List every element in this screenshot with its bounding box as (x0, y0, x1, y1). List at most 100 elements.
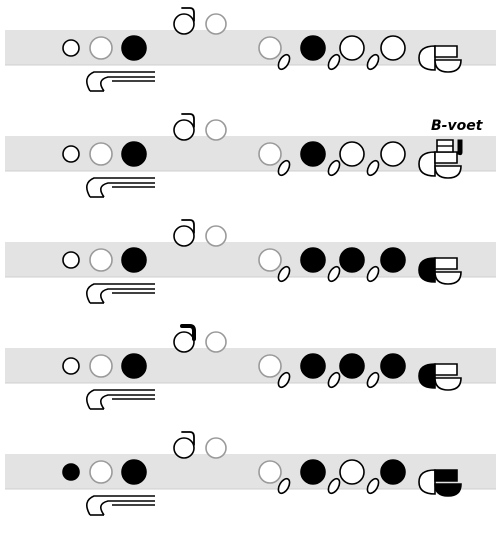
spatula-middle (100, 500, 155, 516)
trill-key-3 (366, 371, 380, 389)
octave-key (181, 113, 195, 128)
spatula-middle (100, 288, 155, 304)
right-hole-2 (300, 35, 326, 61)
trill-key-3 (366, 265, 380, 283)
trill-key-2 (327, 159, 341, 177)
thumb-aux-key (205, 331, 227, 353)
tube (5, 30, 496, 65)
fingering-4 (5, 324, 496, 410)
fingering-1 (5, 7, 496, 92)
spatula-middle (100, 394, 155, 410)
left-hole-1 (89, 354, 113, 378)
left-hole-1 (89, 36, 113, 60)
right-hole-2 (300, 353, 326, 379)
thumb-hole (62, 39, 80, 57)
foot-key-bottom (434, 271, 462, 285)
trill-key-2 (327, 265, 341, 283)
trill-key-2 (327, 53, 341, 71)
trill-key-1 (277, 371, 291, 389)
foot-key-top (434, 363, 458, 376)
fingering-5 (5, 431, 496, 516)
spatula-middle (100, 182, 155, 198)
foot-key-bottom (434, 483, 462, 497)
right-hole-4 (380, 459, 406, 485)
thumb-aux-key (205, 13, 227, 35)
right-hole-1 (258, 248, 282, 272)
octave-key (181, 219, 195, 234)
right-hole-4 (380, 247, 406, 273)
trill-key-1 (277, 477, 291, 495)
octave-key (181, 7, 195, 22)
right-hole-3 (339, 35, 365, 61)
trill-key-3 (366, 477, 380, 495)
right-hole-2 (300, 459, 326, 485)
foot-key-bottom (434, 59, 462, 73)
octave-ring (173, 225, 195, 247)
thumb-hole (62, 145, 80, 163)
foot-key-bottom (434, 165, 462, 179)
fingering-3 (5, 219, 496, 304)
trill-key-2 (327, 477, 341, 495)
foot-key-top (434, 257, 458, 270)
spatula-outer (86, 283, 155, 304)
thumb-hole (62, 463, 80, 481)
right-hole-2 (300, 247, 326, 273)
thumb-aux-key (205, 119, 227, 141)
left-hole-2 (121, 35, 147, 61)
thumb-aux-key (205, 225, 227, 247)
foot-key-top (434, 45, 458, 58)
thumb-aux-key (205, 437, 227, 459)
b-foot-key (457, 139, 463, 156)
octave-ring (173, 119, 195, 141)
left-hole-2 (121, 459, 147, 485)
spatula-middle (100, 76, 155, 92)
right-hole-1 (258, 354, 282, 378)
spatula-outer (86, 495, 155, 516)
foot-key-left (418, 363, 436, 389)
right-hole-3 (339, 141, 365, 167)
right-hole-4 (380, 35, 406, 61)
foot-key-left (418, 469, 436, 495)
octave-ring (173, 13, 195, 35)
right-hole-1 (258, 142, 282, 166)
left-hole-2 (121, 247, 147, 273)
trill-key-2 (327, 371, 341, 389)
left-hole-1 (89, 142, 113, 166)
right-hole-4 (380, 353, 406, 379)
foot-key-top (434, 151, 458, 164)
left-hole-2 (121, 353, 147, 379)
trill-key-1 (277, 265, 291, 283)
tube (5, 136, 496, 171)
fingering-2 (5, 113, 496, 198)
right-hole-3 (339, 459, 365, 485)
trill-key-1 (277, 53, 291, 71)
octave-ring (173, 437, 195, 459)
foot-key-left (418, 151, 436, 177)
right-hole-3 (339, 247, 365, 273)
thumb-hole (62, 357, 80, 375)
foot-key-top (434, 469, 458, 482)
right-hole-2 (300, 141, 326, 167)
right-hole-4 (380, 141, 406, 167)
right-hole-3 (339, 353, 365, 379)
tube (5, 454, 496, 489)
left-hole-2 (121, 141, 147, 167)
octave-key (180, 324, 196, 341)
tube (5, 348, 496, 383)
spatula-outer (86, 71, 155, 92)
left-hole-1 (89, 248, 113, 272)
spatula-outer (86, 177, 155, 198)
foot-key-bottom (434, 377, 462, 391)
left-hole-1 (89, 460, 113, 484)
tube (5, 242, 496, 277)
foot-key-left (418, 257, 436, 283)
right-hole-1 (258, 460, 282, 484)
foot-key-left (418, 45, 436, 71)
trill-key-3 (366, 159, 380, 177)
octave-key (181, 431, 195, 446)
octave-ring (173, 331, 195, 353)
spatula-outer (86, 389, 155, 410)
trill-key-3 (366, 53, 380, 71)
thumb-hole (62, 251, 80, 269)
